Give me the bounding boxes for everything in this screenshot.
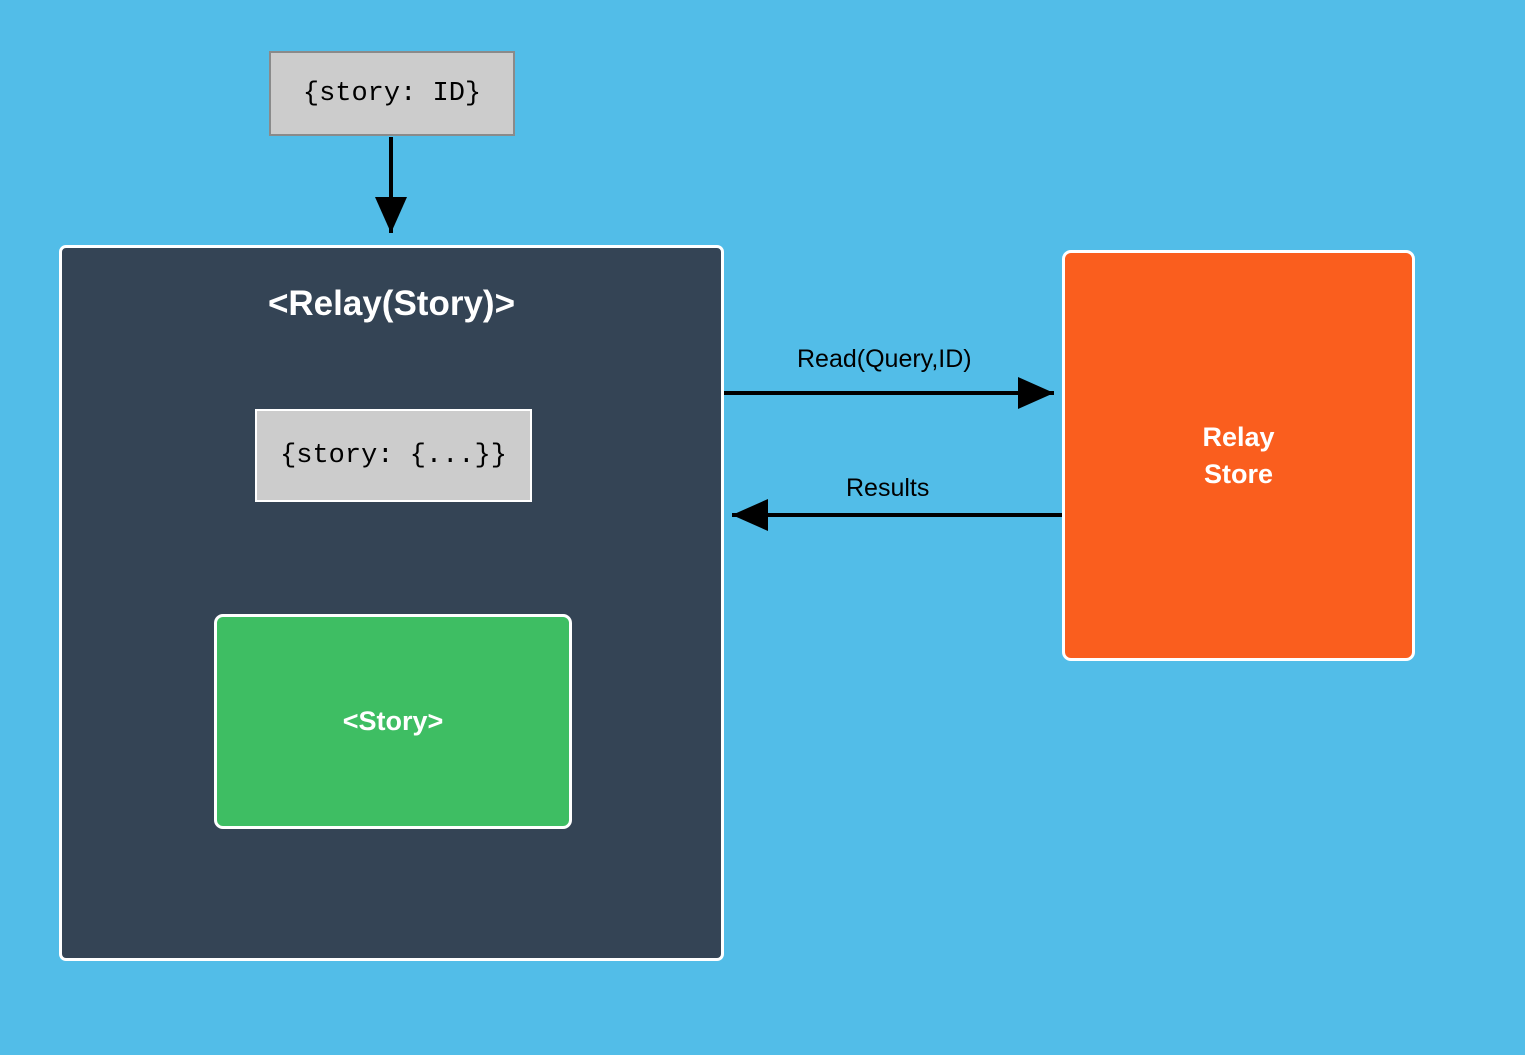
node-props-out-label: {story: {...}} — [280, 440, 507, 471]
node-relay-container: <Relay(Story)> {story: {...}} <Story> — [59, 245, 724, 961]
edge-label-read: Read(Query,ID) — [797, 345, 972, 373]
node-relay-container-title: <Relay(Story)> — [267, 284, 516, 323]
node-relay-store-label-line2: Store — [1203, 458, 1274, 489]
node-props-in-label: {story: ID} — [302, 78, 482, 109]
node-story-component: <Story> — [214, 614, 572, 829]
node-relay-store-label-line1: Relay — [1202, 422, 1275, 453]
node-props-in: {story: ID} — [269, 51, 515, 136]
edge-label-results: Results — [846, 474, 930, 502]
node-story-component-label: <Story> — [342, 706, 444, 736]
node-props-out: {story: {...}} — [255, 409, 532, 502]
node-relay-store: Relay Store — [1062, 250, 1415, 661]
